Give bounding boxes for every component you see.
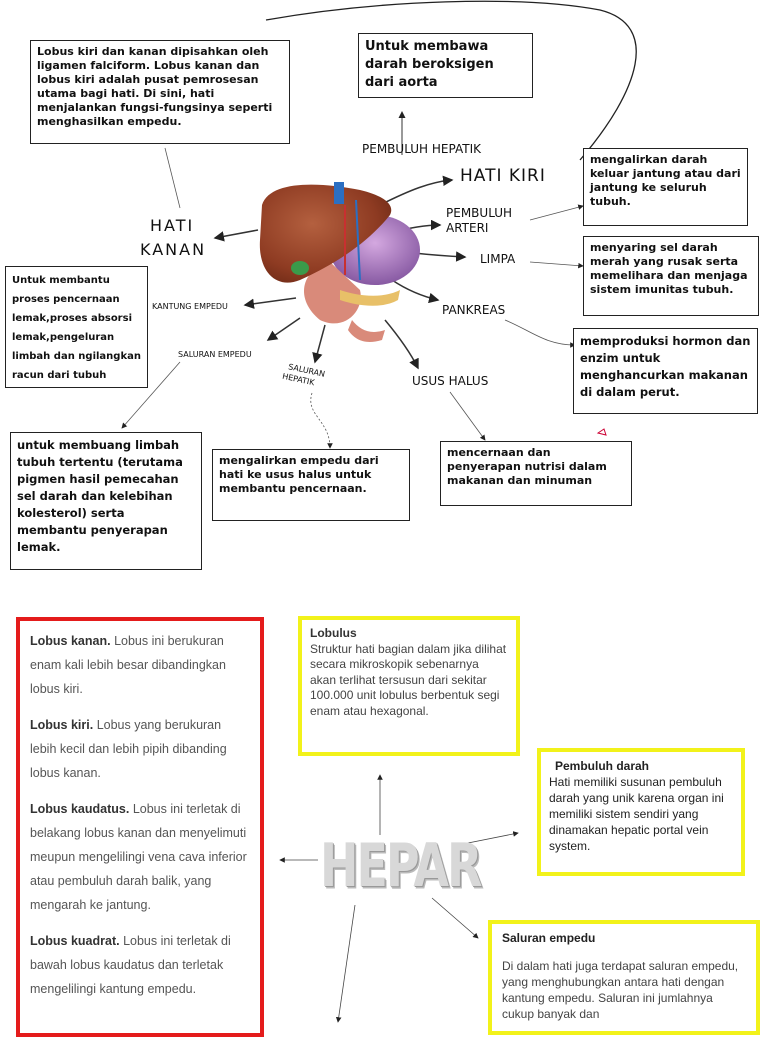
lobus-list-box: Lobus kanan. Lobus ini berukuran enam ka… (16, 617, 264, 1037)
box-empedu: mengalirkan empedu dari hati ke usus hal… (212, 449, 410, 521)
lobus-item: Lobus kaudatus. Lobus ini terletak di be… (30, 802, 247, 912)
box-pencernaan: Untuk membantu proses pencernaan lemak,p… (5, 266, 148, 388)
box-limbah: untuk membuang limbah tubuh tertentu (te… (10, 432, 202, 570)
lobus-item: Lobus kuadrat. Lobus ini terletak di baw… (30, 934, 231, 996)
lobulus-title: Lobulus (310, 626, 357, 640)
label-hati-kiri: HATI KIRI (460, 166, 546, 186)
label-pembuluh: PEMBULUH (446, 206, 513, 220)
box-jantung: mengalirkan darah keluar jantung atau da… (583, 148, 748, 226)
pembuluh-title: Pembuluh darah (555, 759, 650, 773)
saluran-box: Saluran empedu Di dalam hati juga terdap… (488, 920, 760, 1035)
pembuluh-text: Hati memiliki susunan pembuluh darah yan… (549, 775, 724, 853)
lobulus-text: Struktur hati bagian dalam jika dilihat … (310, 641, 507, 718)
lobus-item: Lobus kanan. Lobus ini berukuran enam ka… (30, 634, 226, 696)
box-lobus: Lobus kiri dan kanan dipisahkan oleh lig… (30, 40, 290, 144)
label-pembuluh-hepatik: PEMBULUH HEPATIK (362, 142, 481, 156)
hepar-title: HEPAR (320, 830, 482, 901)
box-nutrisi: mencernaan dan penyerapan nutrisi dalam … (440, 441, 632, 506)
box-aorta: Untuk membawa darah beroksigen dari aort… (358, 33, 533, 98)
label-hati: HATI (150, 216, 195, 235)
lobulus-box: Lobulus Struktur hati bagian dalam jika … (298, 616, 520, 756)
label-limpa: LIMPA (480, 252, 516, 266)
pembuluh-box: Pembuluh darah Hati memiliki susunan pem… (537, 748, 745, 876)
saluran-title: Saluran empedu (502, 931, 596, 945)
lobus-item: Lobus kiri. Lobus yang berukuran lebih k… (30, 718, 227, 780)
label-pankreas: PANKREAS (442, 303, 506, 317)
box-limpa: menyaring sel darah merah yang rusak ser… (583, 236, 759, 316)
liver-illustration (259, 182, 420, 342)
label-saluran-empedu: SALURAN EMPEDU (178, 350, 252, 359)
box-hormon: memproduksi hormon dan enzim untuk mengh… (573, 328, 758, 414)
label-usus-halus: USUS HALUS (412, 374, 489, 388)
label-kanan: KANAN (140, 240, 207, 259)
label-arteri: ARTERI (446, 221, 489, 235)
label-kantung-empedu: KANTUNG EMPEDU (152, 302, 228, 311)
saluran-text: Di dalam hati juga terdapat saluran empe… (502, 959, 739, 1021)
